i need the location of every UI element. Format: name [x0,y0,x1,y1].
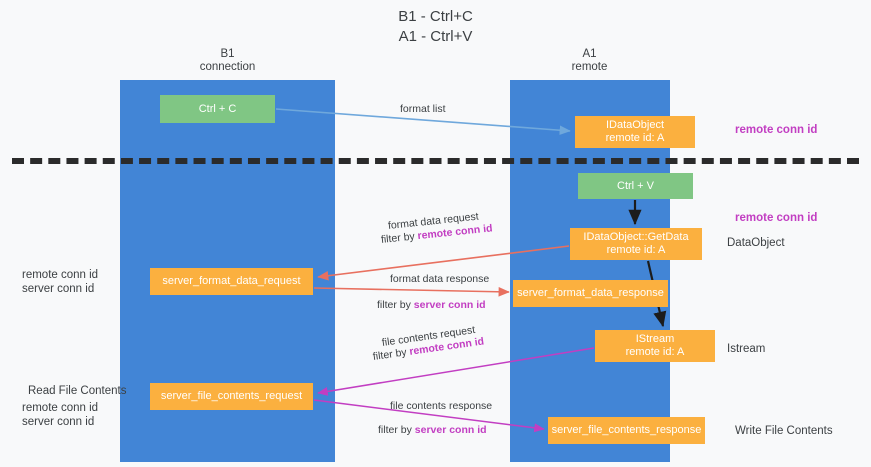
box-file-req-label: server_file_contents_request [160,390,303,402]
box-server-file-contents-response[interactable]: server_file_contents_response [548,417,705,444]
box-istream-sub: remote id: A [625,346,685,358]
box-ctrl-c[interactable]: Ctrl + C [160,95,275,123]
edge-label-format-data-response: format data response [390,273,490,285]
annotation-server-conn-id-left-1: server conn id [22,283,95,295]
filter-prefix: filter by [380,230,419,246]
annotation-write-file-contents: Write File Contents [735,425,833,437]
box-fmt-resp-label: server_format_data_response [517,287,664,299]
box-server-format-data-response[interactable]: server_format_data_response [513,280,668,307]
box-server-format-data-request[interactable]: server_format_data_request [150,268,313,295]
filter-key: server conn id [414,424,487,436]
box-file-resp-label: server_file_contents_response [551,424,702,436]
box-ctrl-v[interactable]: Ctrl + V [578,173,693,199]
annotation-conn-ids-lower: remote conn id server conn id [22,401,98,429]
lane-header-b1: B1 connection [150,48,305,74]
annotation-remote-conn-id-mid: remote conn id [735,212,818,224]
annotation-remote-conn-id-top: remote conn id [735,124,818,136]
arrow-format-data-response [313,286,510,297]
box-getdata-label: IDataObject::GetData [583,231,689,243]
edge-label-format-list: format list [400,103,446,115]
box-idataobject-label: IDataObject [605,119,665,131]
phase-divider [12,158,859,164]
box-server-file-contents-request[interactable]: server_file_contents_request [150,383,313,410]
title-line-2: A1 - Ctrl+V [398,28,473,45]
lane-header-a1-name: A1 [582,48,597,60]
box-istream[interactable]: IStream remote id: A [595,330,715,362]
edge-label-file-contents-response-filter: filter by server conn id [378,423,487,437]
box-ctrl-v-label: Ctrl + V [617,179,654,192]
filter-prefix: filter by [372,345,411,363]
lane-header-a1: A1 remote [512,48,667,74]
filter-prefix: filter by [377,299,414,311]
box-ctrl-c-label: Ctrl + C [198,102,237,115]
annotation-remote-conn-id-left-2: remote conn id [22,402,99,414]
box-istream-label: IStream [635,333,675,345]
annotation-istream: Istream [727,343,766,355]
box-getdata-sub: remote id: A [606,244,666,256]
annotation-read-file-contents: Read File Contents [28,385,127,397]
lane-header-b1-name: B1 [220,48,235,60]
title-line-1: B1 - Ctrl+C [398,8,473,25]
edge-label-format-data-response-filter: filter by server conn id [377,298,486,312]
box-idataobject[interactable]: IDataObject remote id: A [575,116,695,148]
annotation-conn-ids-upper: remote conn id server conn id [22,268,98,296]
filter-prefix: filter by [378,424,415,436]
page-title: B1 - Ctrl+C A1 - Ctrl+V [0,7,871,47]
annotation-server-conn-id-left-2: server conn id [22,416,95,428]
lane-header-b1-sub: connection [199,61,256,73]
lane-header-a1-sub: remote [571,61,608,73]
box-idataobject-sub: remote id: A [605,132,665,144]
box-fmt-req-label: server_format_data_request [162,275,301,287]
box-idataobject-getdata[interactable]: IDataObject::GetData remote id: A [570,228,702,260]
annotation-remote-conn-id-left-1: remote conn id [22,269,99,281]
edge-label-file-contents-response: file contents response [390,400,493,412]
annotation-dataobject: DataObject [727,237,785,249]
filter-key: server conn id [413,299,486,311]
